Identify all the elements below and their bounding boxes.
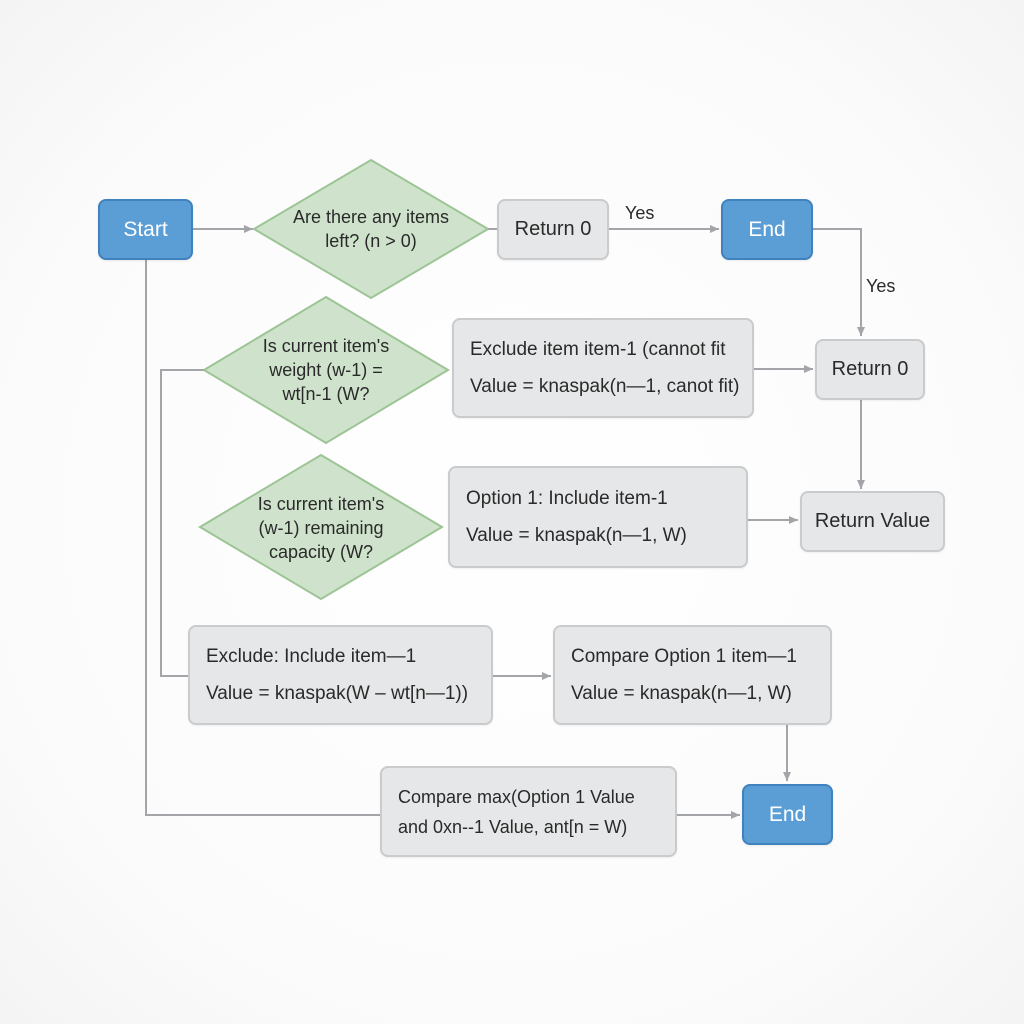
end-top-node[interactable]: End [721,199,813,260]
option1-line2: Value = knaspak(n—1, W) [466,525,687,546]
decision-items-left-line1: Are there any items [292,207,450,227]
end-top-label: End [748,217,786,241]
decision-weight-line1: Is current item's [262,336,390,356]
decision-capacity-diamond [198,453,444,601]
yes-label-right: Yes [866,276,896,296]
decision-weight-line2: weight (w-1) = [269,360,383,380]
end-bottom-node[interactable]: End [742,784,833,845]
decision-capacity[interactable]: Is current item's (w-1) remaining capaci… [210,488,432,568]
return-value-label: Return Value [814,510,931,532]
compare-option1-node[interactable]: Compare Option 1 item—1 Value = knaspak(… [553,625,832,725]
decision-capacity-line3: capacity (W? [268,542,374,562]
exclude-include-node[interactable]: Exclude: Include item—1 Value = knaspak(… [188,625,493,725]
option1-line1: Option 1: Include item-1 [466,488,668,509]
edge-weight-to-exclude-include [160,369,204,677]
end-bottom-label: End [768,802,807,826]
decision-capacity-line1: Is current item's [257,494,385,514]
decision-items-left-diamond [252,158,490,300]
decision-weight-line3: wt[n-1 (W? [282,384,370,404]
compare-option1-line2: Value = knaspak(n—1, W) [571,683,792,704]
exclude-include-line2: Value = knaspak(W – wt[n—1)) [206,683,469,704]
start-node[interactable]: Start [98,199,193,260]
return-value-node[interactable]: Return Value [800,491,945,552]
edge-start-to-compare-max [145,260,380,816]
decision-weight[interactable]: Is current item's weight (w-1) = wt[n-1 … [214,330,438,410]
decision-items-left[interactable]: Are there any items left? (n > 0) [254,190,488,268]
return0-right-label: Return 0 [831,358,909,380]
yes-label-top: Yes [625,203,655,223]
compare-max-line1: Compare max(Option 1 Value [398,786,635,807]
option1-node[interactable]: Option 1: Include item-1 Value = knaspak… [448,466,748,568]
return0-right-node[interactable]: Return 0 [815,339,925,400]
return0-top-node[interactable]: Return 0 [497,199,609,260]
compare-max-node[interactable]: Compare max(Option 1 Value and 0xn--1 Va… [380,766,677,857]
compare-option1-line1: Compare Option 1 item—1 [571,646,797,667]
decision-items-left-line2: left? (n > 0) [325,231,417,251]
exclude-cannot-fit-line2: Value = knaspak(n—1, canot fit) [470,376,740,397]
decision-capacity-line2: (w-1) remaining [258,518,384,538]
start-label: Start [123,217,168,241]
compare-max-line2: and 0xn--1 Value, ant[n = W) [398,816,628,837]
edge-end-to-return0-right [812,228,865,336]
exclude-include-line1: Exclude: Include item—1 [206,646,417,667]
return0-top-label: Return 0 [514,218,592,240]
decision-weight-diamond [202,295,450,445]
exclude-cannot-fit-node[interactable]: Exclude item item-1 (cannot fit Value = … [452,318,754,418]
exclude-cannot-fit-line1: Exclude item item-1 (cannot fit [470,339,726,360]
